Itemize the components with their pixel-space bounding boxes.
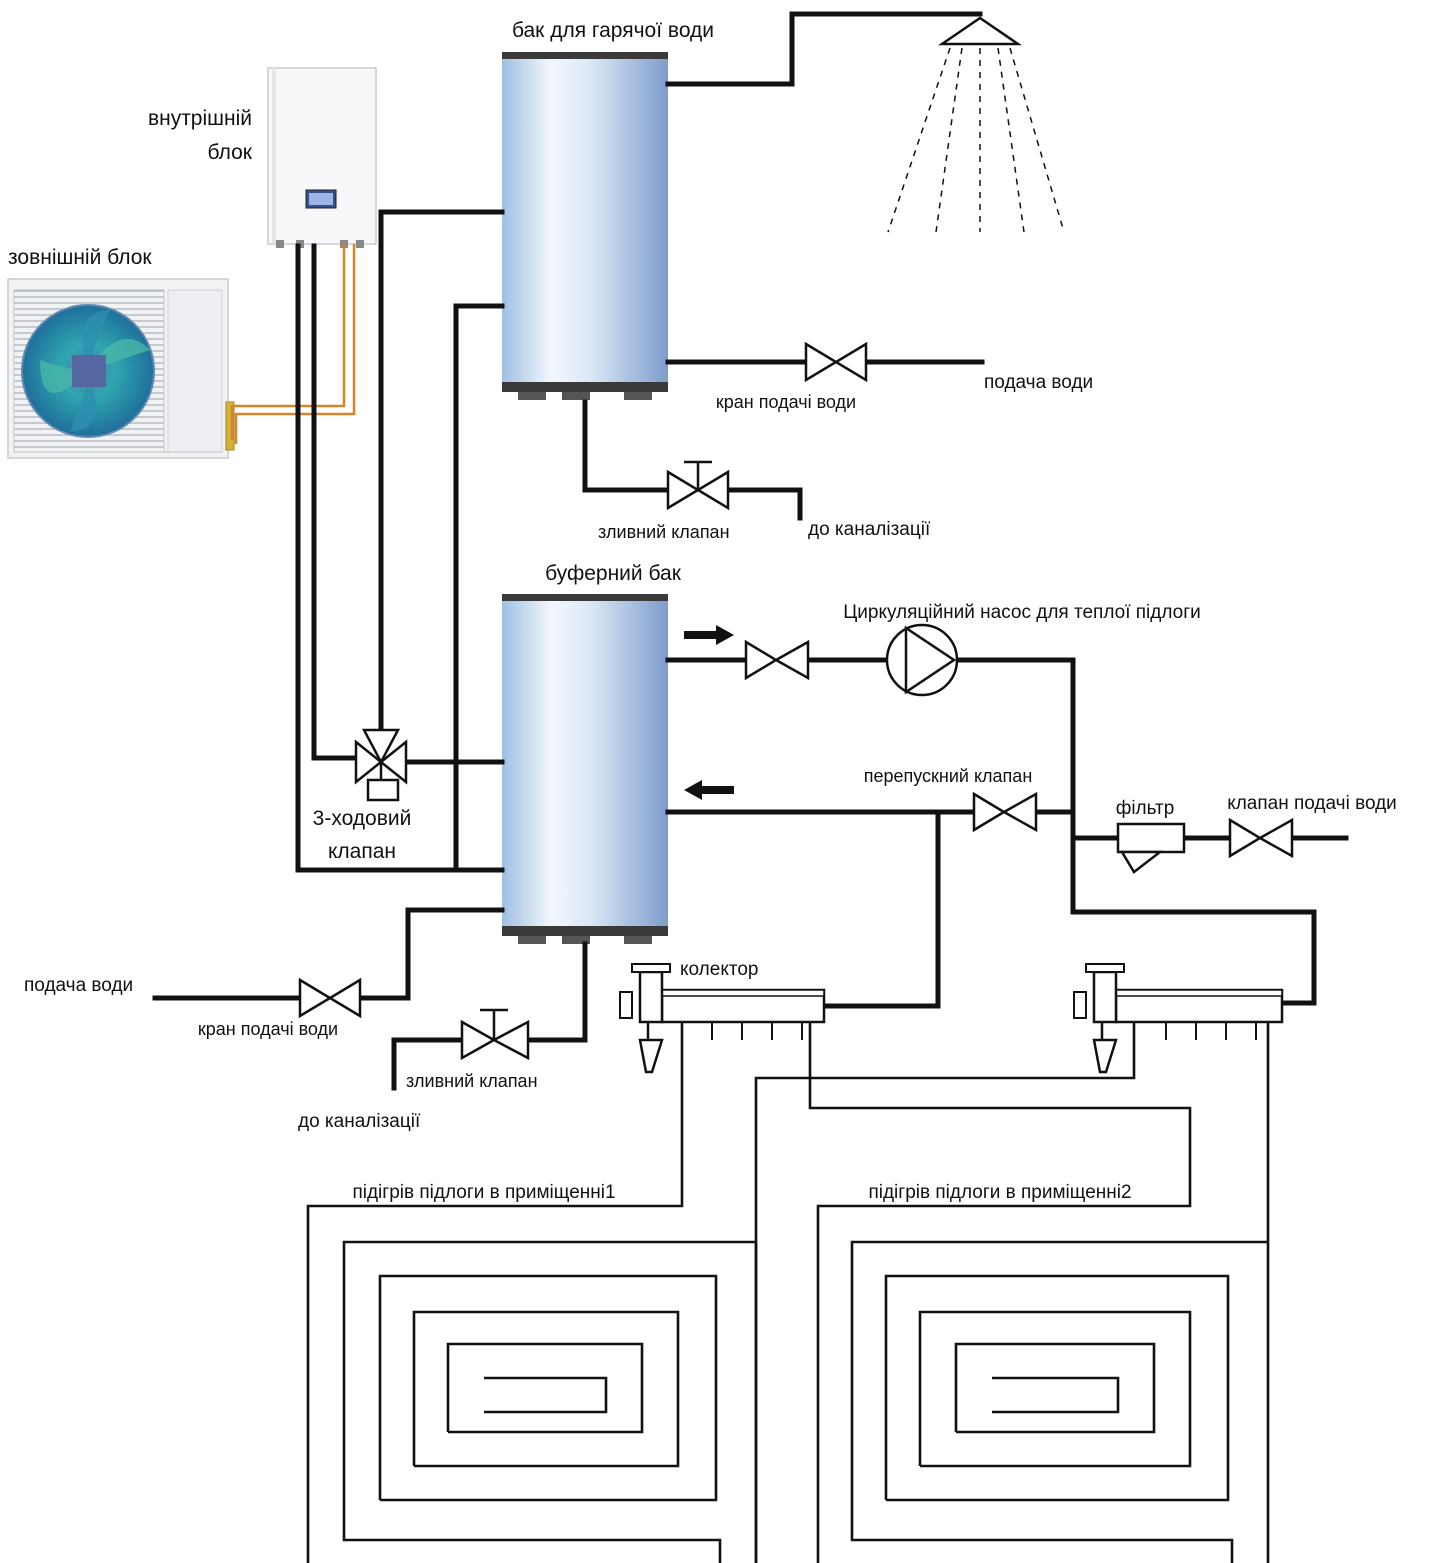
to-sewer-top-label: до каналізації [808,519,931,540]
pump-icon [885,623,959,697]
outdoor-unit-label: зовнішній блок [8,246,152,269]
drain-valve-top-label: зливний клапан [598,522,730,542]
pump-supply-valve-icon [744,639,810,681]
outdoor-unit-icon [7,278,235,459]
water-supply-left-label: подача води [24,975,133,996]
collector-link-lines [306,1022,1192,1563]
bypass-valve-icon [972,791,1038,833]
hot-water-tank-icon [494,46,676,402]
floor-room2-label: підігрів підлоги в приміщенні2 [868,1182,1131,1203]
to-sewer-bottom-label: до каналізації [298,1111,421,1132]
water-supply-top-label: подача води [984,372,1093,393]
indoor-unit-label-line2: блок [208,141,253,164]
drain-valve-bottom-label: зливний клапан [406,1071,538,1091]
collector-right-icon [1073,963,1284,1074]
floor-heating-coil-2 [850,1022,1270,1563]
pipework [152,11,1349,1091]
right-supply-valve-icon [1228,817,1294,859]
buffer-tank-label: буферний бак [545,562,682,585]
circ-pump-label: Циркуляційний насос для теплої підлоги [843,602,1201,623]
gate-valve-icon [804,341,868,383]
left-supply-valve-icon [298,977,362,1019]
filter-label: фільтр [1116,798,1175,819]
supply-valve-left-label: кран подачі води [198,1019,338,1039]
flow-arrow-out-icon [684,625,734,645]
three-way-valve-icon [354,728,408,802]
three-way-valve-label-line1: 3-ходовий [313,807,412,830]
hot-water-tank-label: бак для гарячої води [512,19,714,42]
drain-valve-bottom-icon [460,1008,530,1061]
drain-valve-top-icon [666,460,730,511]
supply-valve-top-label: кран подачі води [716,392,856,412]
buffer-tank-icon [494,588,676,946]
indoor-unit-icon [267,67,377,248]
collector-label: колектор [680,959,758,980]
filter-icon [1116,822,1186,874]
bypass-valve-label: перепускний клапан [864,766,1033,786]
three-way-valve-label-line2: клапан [328,840,396,863]
floor-heating-coil-1 [342,1240,758,1563]
refrigerant-lines [230,244,356,444]
flow-arrow-in-icon [684,780,734,800]
shower-icon [887,16,1065,233]
supply-valve-right-label: клапан подачі води [1227,793,1397,814]
floor-room1-label: підігрів підлоги в приміщенні1 [352,1182,615,1203]
collector-left-icon [619,963,826,1074]
indoor-unit-label-line1: внутрішній [148,107,252,130]
